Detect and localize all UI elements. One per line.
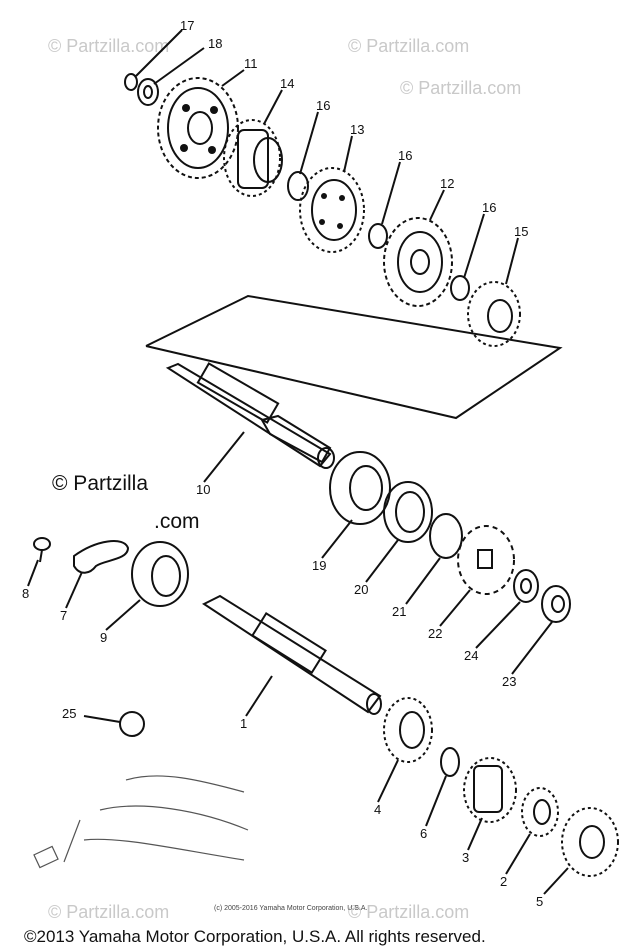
copyright-small: (c) 2005-2016 Yamaha Motor Corporation, …: [214, 905, 367, 912]
watermark-bottom-left: © Partzilla.com: [48, 902, 169, 922]
part-2-gear: [521, 787, 559, 837]
callout-7: 7: [60, 608, 67, 623]
part-23-nut: [541, 585, 571, 623]
part-19-bearing: [329, 451, 391, 525]
copyright-main: ©2013 Yamaha Motor Corporation, U.S.A. A…: [24, 927, 486, 946]
callout-13: 13: [350, 122, 364, 137]
callout-16c: 16: [482, 200, 496, 215]
callout-1: 1: [240, 716, 247, 731]
callout-21: 21: [392, 604, 406, 619]
callout-17: 17: [180, 18, 194, 33]
callout-25: 25: [62, 706, 76, 721]
part-7-bracket: [73, 540, 130, 574]
watermark-top-right: © Partzilla.com: [348, 36, 469, 56]
callout-16a: 16: [316, 98, 330, 113]
callout-11: 11: [244, 56, 258, 71]
callout-18: 18: [208, 36, 222, 51]
part-4-gear: [383, 697, 433, 763]
frame-sketch: [33, 775, 249, 869]
part-21-collar: [429, 513, 463, 559]
part-16-washer-c: [450, 275, 470, 301]
part-6-washer: [440, 747, 460, 777]
assembly-frame: [145, 294, 563, 420]
watermark-top-right-2: © Partzilla.com: [400, 78, 521, 98]
callout-14: 14: [280, 76, 294, 91]
watermark-bottom-right: © Partzilla.com: [348, 902, 469, 922]
callout-3: 3: [462, 850, 469, 865]
callout-22: 22: [428, 626, 442, 641]
part-12-gear: [383, 217, 453, 307]
callout-23: 23: [502, 674, 516, 689]
part-1-drive-axle: [202, 594, 382, 715]
part-16-washer-a: [287, 171, 309, 201]
part-18-washer: [137, 78, 159, 106]
callout-4: 4: [374, 802, 381, 817]
part-5-gear: [561, 807, 619, 877]
callout-8: 8: [22, 586, 29, 601]
part-14-gear: [223, 119, 283, 197]
part-24-lock-washer: [513, 569, 539, 603]
callout-labels: 17 18 11 14 16 13 16 12 16 15 10 19 20 2…: [22, 18, 543, 909]
part-16-washer-b: [368, 223, 388, 249]
callout-2: 2: [500, 874, 507, 889]
callout-10: 10: [196, 482, 210, 497]
part-15-gear: [467, 281, 521, 347]
callout-6: 6: [420, 826, 427, 841]
callout-20: 20: [354, 582, 368, 597]
watermark-main-line2: .com: [154, 510, 200, 533]
part-13-gear: [299, 167, 365, 253]
leader-lines: [27, 29, 569, 895]
watermark-top-left: © Partzilla.com: [48, 36, 169, 56]
callout-15: 15: [514, 224, 528, 239]
part-22-sprocket: [457, 525, 515, 595]
callout-24: 24: [464, 648, 478, 663]
watermark-main-line1: © Partzilla: [52, 472, 148, 495]
callout-16b: 16: [398, 148, 412, 163]
part-9-bearing: [131, 541, 189, 607]
callout-5: 5: [536, 894, 543, 909]
part-8-bolt: [33, 537, 51, 563]
callout-12: 12: [440, 176, 454, 191]
part-25-cap: [119, 711, 145, 737]
part-20-oil-seal: [383, 481, 433, 543]
part-17-clip: [124, 73, 138, 91]
part-10-main-axle: [165, 362, 335, 469]
callout-19: 19: [312, 558, 326, 573]
part-3-gear: [463, 757, 517, 823]
part-11-gear: [157, 77, 239, 179]
callout-9: 9: [100, 630, 107, 645]
